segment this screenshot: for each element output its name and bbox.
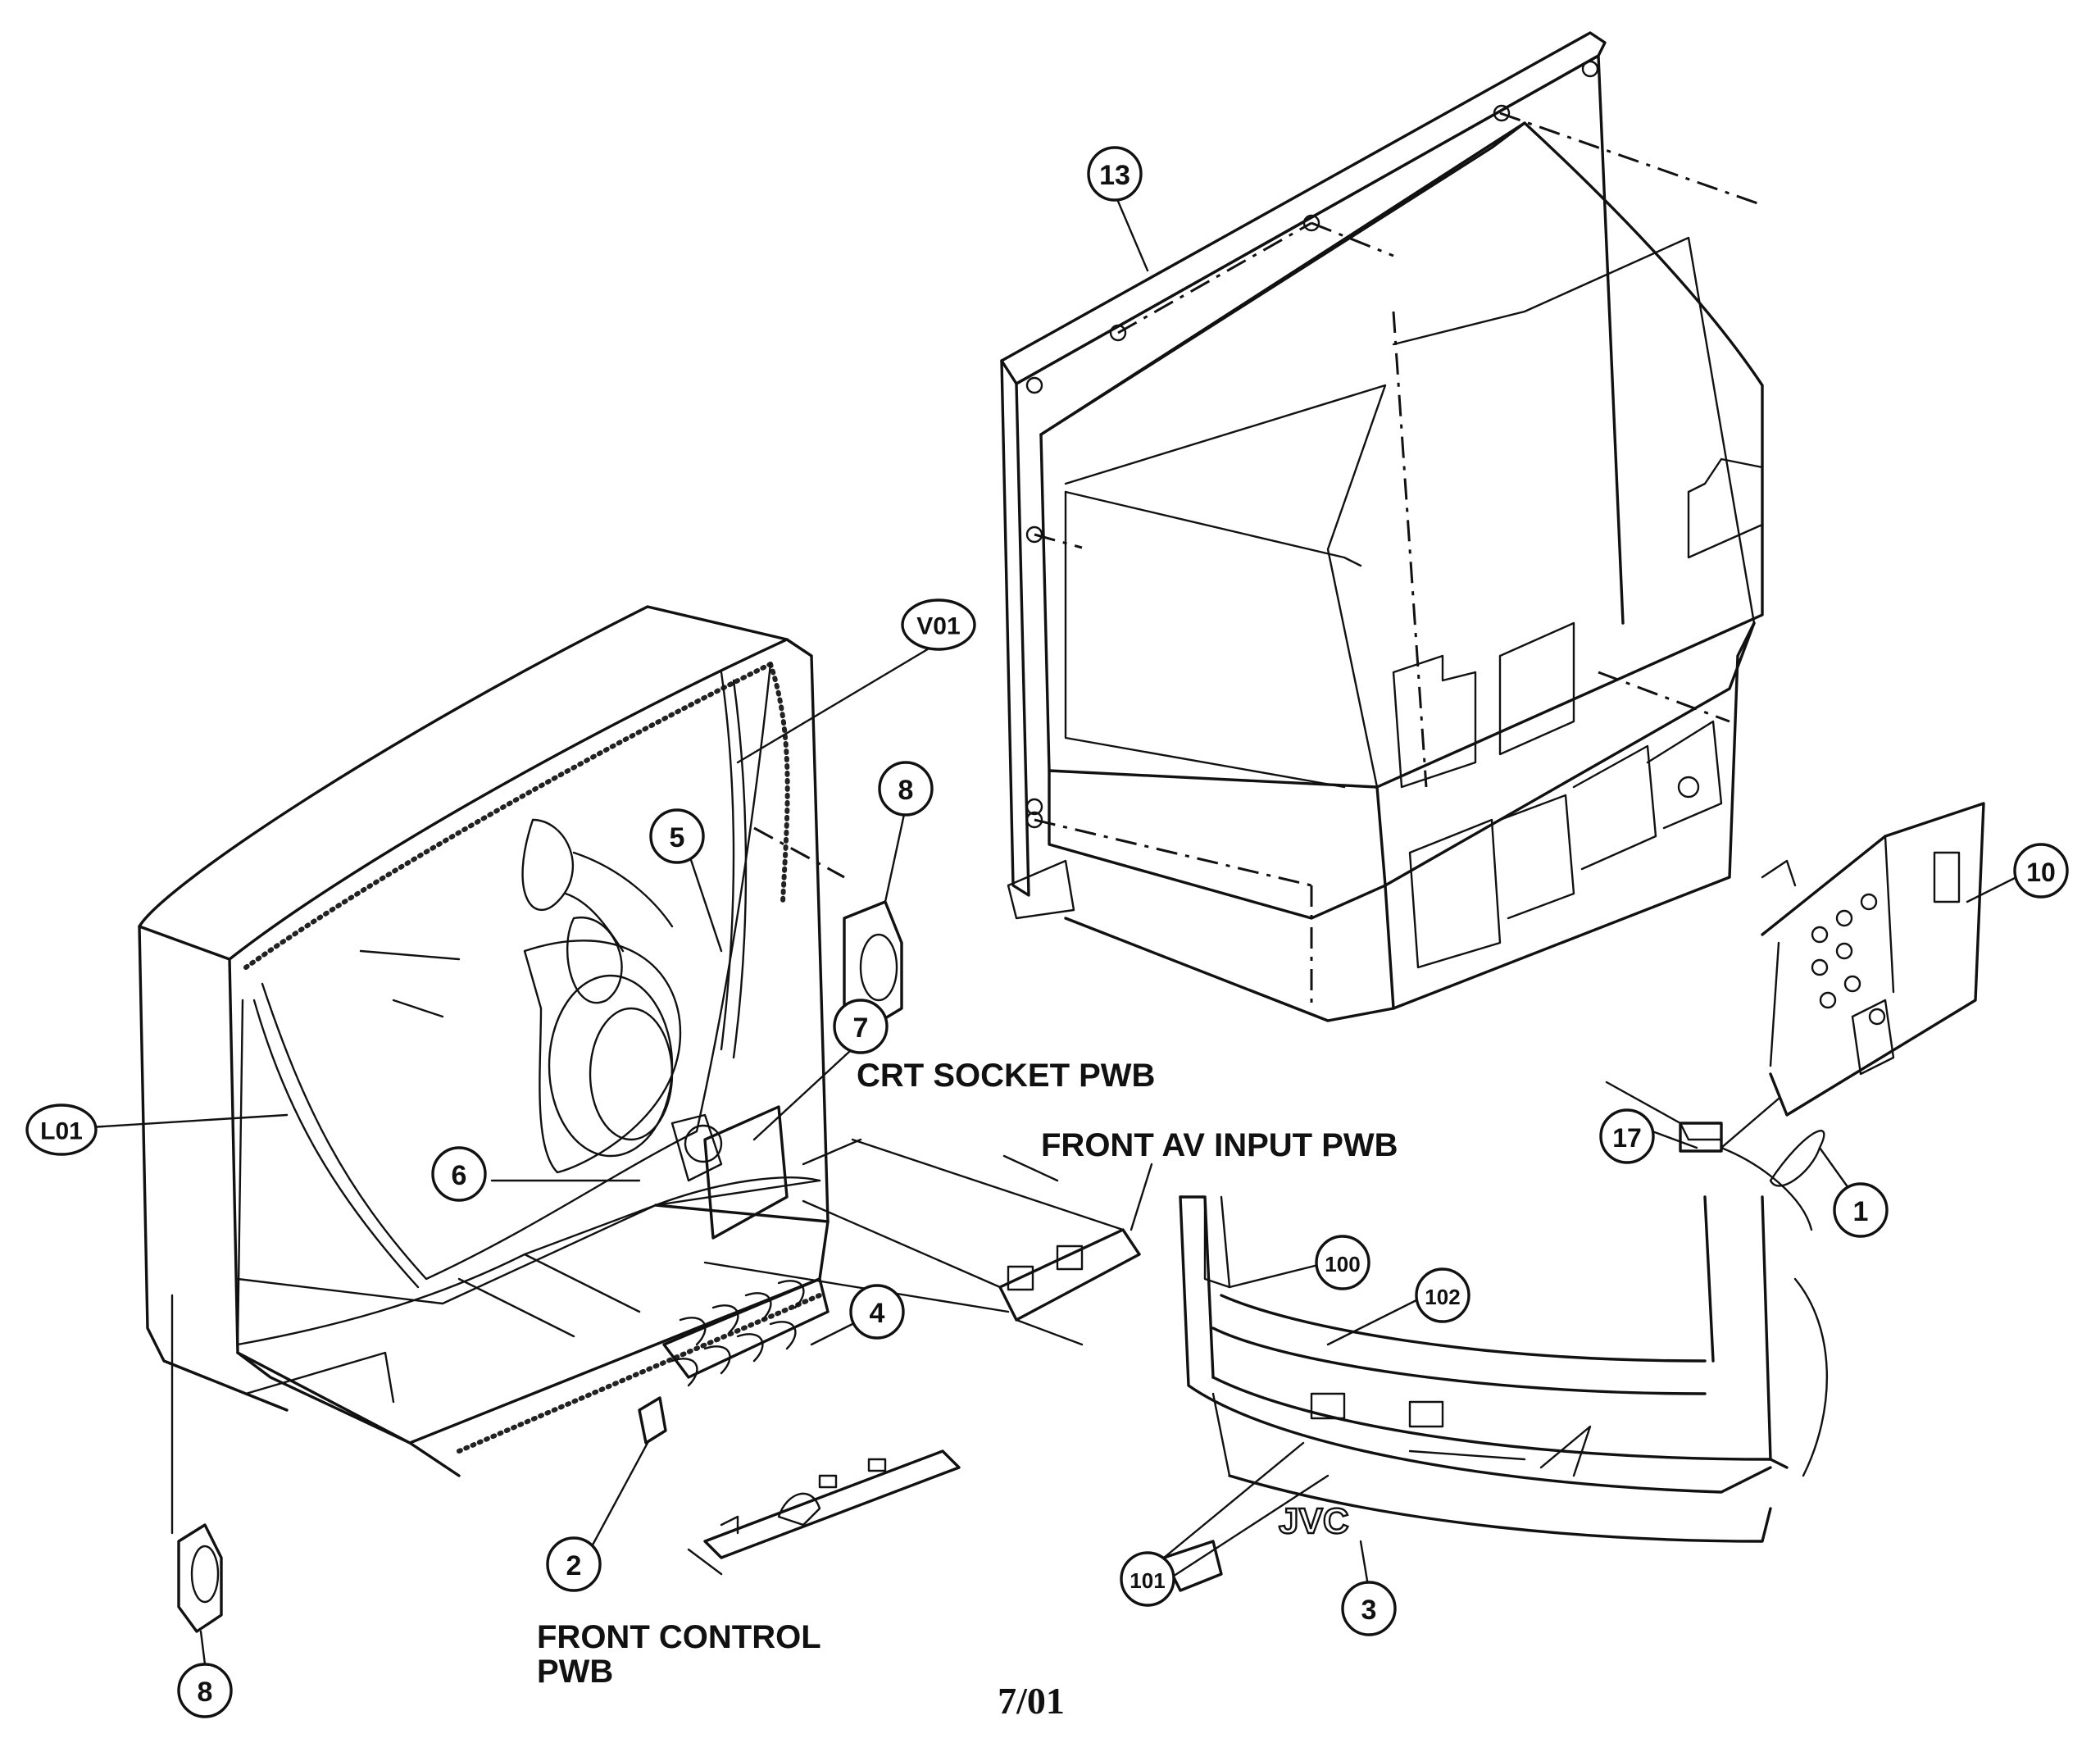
callout-v01: V01	[901, 598, 976, 651]
callout-l01: L01	[25, 1103, 98, 1156]
button-assembly	[662, 1277, 830, 1387]
svg-text:7: 7	[853, 1012, 869, 1044]
callout-4: 4	[849, 1284, 905, 1340]
front-bezel	[1162, 1195, 1829, 1592]
svg-text:17: 17	[1612, 1123, 1642, 1153]
front-av-input-pwb-label: FRONT AV INPUT PWB	[1041, 1127, 1398, 1163]
crt-socket-pwb-label: CRT SOCKET PWB	[857, 1058, 1155, 1094]
svg-text:10: 10	[2026, 858, 2056, 887]
callout-2: 2	[546, 1536, 602, 1592]
front-control-label-line2: PWB	[537, 1654, 613, 1690]
rear-cabinet	[1000, 31, 1764, 1022]
callout-8-left: 8	[177, 1663, 233, 1718]
front-cabinet	[138, 605, 830, 1477]
callout-6: 6	[431, 1146, 487, 1202]
callout-13: 13	[1087, 146, 1143, 202]
svg-text:8: 8	[198, 1677, 213, 1708]
svg-text:6: 6	[452, 1160, 467, 1191]
svg-text:V01: V01	[916, 613, 960, 640]
svg-text:8: 8	[898, 775, 914, 806]
front-control-label-line1: FRONT CONTROL	[537, 1619, 821, 1655]
svg-text:2: 2	[566, 1550, 582, 1581]
front-control-pwb	[703, 1449, 961, 1559]
svg-text:L01: L01	[40, 1118, 83, 1145]
callout-10: 10	[2013, 843, 2069, 899]
svg-text:13: 13	[1099, 160, 1130, 191]
callout-leaders	[89, 192, 2018, 1666]
footer-date: 7/01	[998, 1680, 1065, 1722]
callout-100: 100	[1315, 1235, 1370, 1290]
callout-1: 1	[1833, 1182, 1889, 1238]
part-2	[638, 1396, 667, 1445]
callout-3: 3	[1341, 1581, 1397, 1636]
callout-101: 101	[1120, 1551, 1175, 1607]
callout-102: 102	[1415, 1267, 1470, 1323]
speaker-left	[170, 1294, 223, 1633]
svg-text:3: 3	[1361, 1595, 1377, 1626]
svg-text:102: 102	[1425, 1285, 1460, 1309]
svg-text:4: 4	[870, 1298, 885, 1329]
svg-text:101: 101	[1130, 1568, 1165, 1593]
callout-17: 17	[1599, 1108, 1655, 1164]
svg-text:5: 5	[670, 822, 685, 853]
callout-8-right: 8	[878, 761, 934, 817]
crt-socket-pwb	[703, 1105, 862, 1240]
front-av-input-pwb	[703, 1138, 1141, 1346]
jvc-logo: JVC	[1279, 1501, 1349, 1541]
svg-text:100: 100	[1325, 1252, 1360, 1276]
svg-text:1: 1	[1853, 1196, 1869, 1227]
speaker-right	[753, 826, 903, 1035]
main-pwb-bracket	[1761, 802, 1985, 1117]
callout-5: 5	[649, 808, 705, 864]
callout-7: 7	[833, 999, 889, 1054]
